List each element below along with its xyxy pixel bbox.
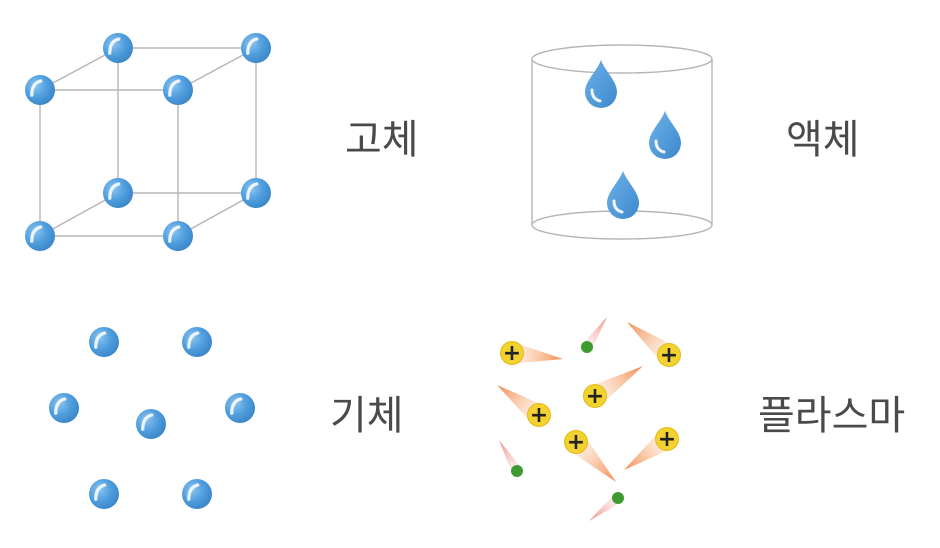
sphere-icon xyxy=(241,33,271,63)
liquid-container xyxy=(531,44,713,240)
sphere-icon xyxy=(89,327,119,357)
sphere-icon xyxy=(49,393,79,423)
lattice-edges xyxy=(39,47,257,237)
sphere-icon xyxy=(103,178,133,208)
sphere-icon xyxy=(25,75,55,105)
svg-text:+: + xyxy=(503,341,521,366)
sphere-icon xyxy=(241,178,271,208)
positive-ion-icon: + xyxy=(496,384,551,428)
sphere-icon xyxy=(182,479,212,509)
positive-ion-icon: + xyxy=(626,321,681,368)
svg-text:+: + xyxy=(660,343,678,368)
positive-ion-icon: + xyxy=(564,430,616,482)
svg-text:+: + xyxy=(530,403,548,428)
positive-ion-icon: + xyxy=(500,341,563,366)
sphere-icon xyxy=(25,221,55,251)
electron-icon xyxy=(581,317,607,353)
sphere-icon xyxy=(163,75,193,105)
svg-text:+: + xyxy=(658,427,676,452)
water-drop-icon xyxy=(649,111,681,159)
sphere-icon xyxy=(225,393,255,423)
label-solid: 고체 xyxy=(345,117,419,163)
water-drop-icon xyxy=(607,171,639,219)
label-liquid: 액체 xyxy=(786,117,860,163)
svg-text:+: + xyxy=(567,430,585,455)
sphere-icon xyxy=(163,221,193,251)
plasma-particles: ++++++ xyxy=(496,317,681,521)
svg-text:+: + xyxy=(586,384,604,409)
electron-icon xyxy=(498,439,523,477)
label-plasma: 플라스마 xyxy=(758,393,906,439)
cylinder-top xyxy=(531,44,713,74)
gas-particles xyxy=(49,327,255,509)
electron-icon xyxy=(589,492,624,521)
water-drop-icon xyxy=(585,60,617,108)
label-gas: 기체 xyxy=(330,393,404,439)
sphere-icon xyxy=(103,33,133,63)
positive-ion-icon: + xyxy=(624,427,679,470)
sphere-icon xyxy=(182,327,212,357)
sphere-icon xyxy=(89,479,119,509)
solid-lattice xyxy=(25,33,271,251)
sphere-icon xyxy=(136,409,166,439)
positive-ion-icon: + xyxy=(583,365,644,409)
